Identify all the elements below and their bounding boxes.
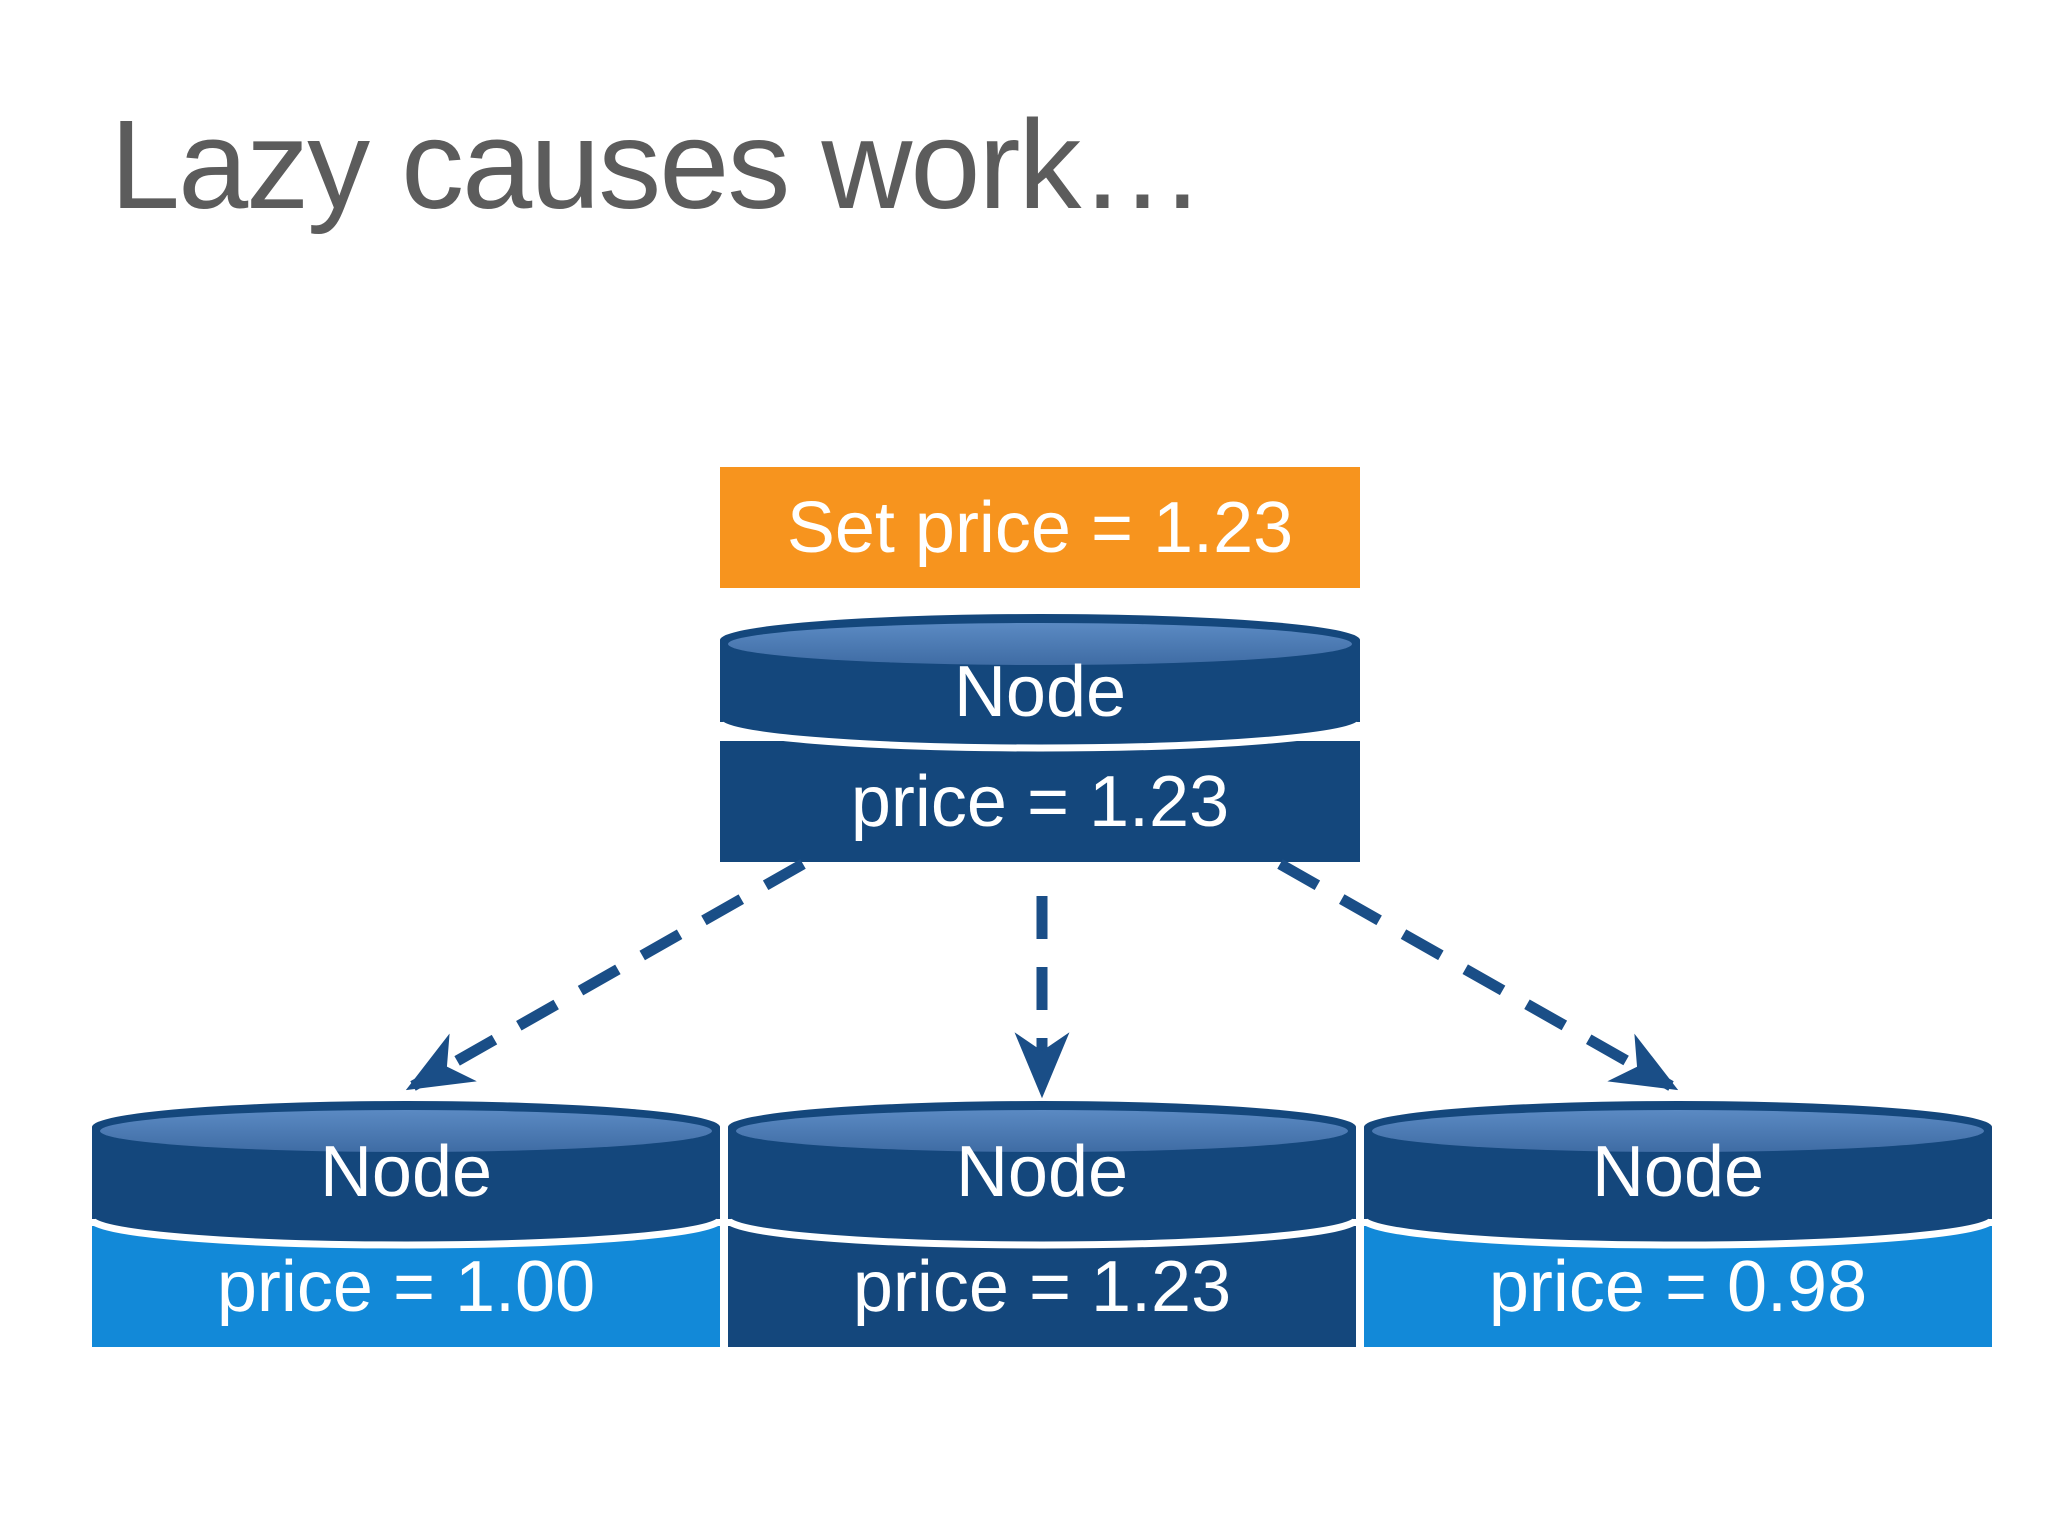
set-price-action-label: Set price = 1.23	[786, 487, 1294, 568]
child-middle-node-label: Node	[955, 1132, 1129, 1212]
child-left-price-label: price = 1.00	[216, 1246, 596, 1327]
root-node-label: Node	[953, 652, 1127, 732]
child-right-node-label: Node	[1591, 1132, 1765, 1212]
arrow-to-left-child	[405, 859, 806, 1091]
root-price-label: price = 1.23	[850, 761, 1230, 842]
slide-title: Lazy causes work…	[110, 94, 1205, 235]
child-right-price-label: price = 0.98	[1488, 1246, 1868, 1327]
root-price-box: price = 1.23	[720, 741, 1360, 862]
child-right-price-box: price = 0.98	[1364, 1226, 1992, 1347]
child-middle-price-label: price = 1.23	[852, 1246, 1232, 1327]
child-left-price-box: price = 1.00	[92, 1226, 720, 1347]
child-left-node-label: Node	[319, 1132, 493, 1212]
child-middle-price-box: price = 1.23	[728, 1226, 1356, 1347]
arrow-to-right-child	[1277, 859, 1679, 1091]
arrows-group	[405, 859, 1679, 1099]
set-price-action-box: Set price = 1.23	[720, 467, 1360, 588]
